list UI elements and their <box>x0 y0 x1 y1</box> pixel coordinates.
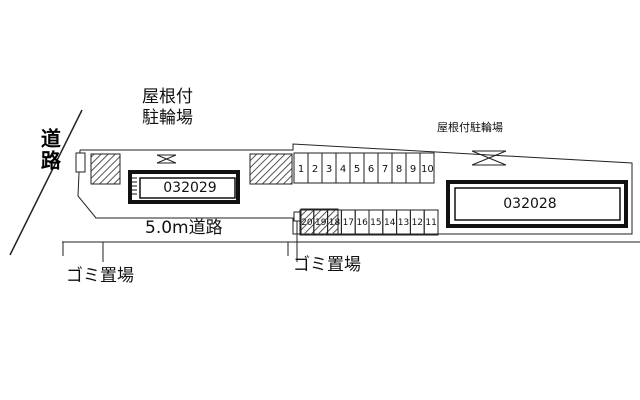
main-road-edge <box>9 109 83 256</box>
parking-slot-number: 6 <box>367 164 375 175</box>
parking-slot-number: 20 <box>301 218 313 228</box>
building-032029-inner <box>139 177 236 199</box>
parking-north-row <box>293 152 435 184</box>
parking-slot-number: 1 <box>297 164 305 175</box>
garbage-west-label: ゴミ置場 <box>66 266 134 286</box>
garbage-center-label: ゴミ置場 <box>293 255 361 275</box>
parking-slot-number: 19 <box>314 218 327 228</box>
parking-slot-number: 9 <box>409 164 417 175</box>
parking-slot-number: 11 <box>425 218 437 228</box>
parking-slot-number: 7 <box>381 164 389 175</box>
parking-slot-number: 13 <box>397 218 410 228</box>
front-road-label: 5.0m道路 <box>145 218 223 238</box>
parking-slot-number: 4 <box>339 164 347 175</box>
building-032028-label: 032028 <box>503 196 557 212</box>
parking-slot-number: 3 <box>325 164 333 175</box>
parking-slot-number: 14 <box>383 218 396 228</box>
garbage-area-west <box>75 152 86 173</box>
bike-shelter-icon <box>156 154 177 164</box>
hatched-area-west <box>90 153 121 185</box>
site-boundary <box>77 143 633 235</box>
parking-slot-number: 15 <box>370 218 382 228</box>
building-032028-inner <box>454 187 621 221</box>
bike-shelter-icon <box>471 150 507 166</box>
bike-shelter-east-label: 屋根付駐輪場 <box>437 121 503 134</box>
building-032029-label: 032029 <box>163 180 217 196</box>
parking-slot <box>423 209 439 236</box>
parking-south-row <box>299 209 439 236</box>
parking-slot-number: 12 <box>411 218 424 228</box>
parking-slot-number: 5 <box>353 164 361 175</box>
hatched-area-center <box>249 153 293 185</box>
parking-slot-number: 8 <box>395 164 403 175</box>
parking-slot-number: 18 <box>328 218 341 228</box>
parking-slot-number: 17 <box>342 218 355 228</box>
parking-slot-number: 2 <box>311 164 319 175</box>
parking-slot <box>419 152 435 184</box>
main-road-label: 道路 <box>37 128 62 172</box>
parking-slot-number: 10 <box>421 164 434 175</box>
parking-slot-number: 16 <box>356 218 368 228</box>
stair-marks <box>132 177 137 195</box>
bike-shelter-west-label: 屋根付 駐輪場 <box>142 87 193 129</box>
